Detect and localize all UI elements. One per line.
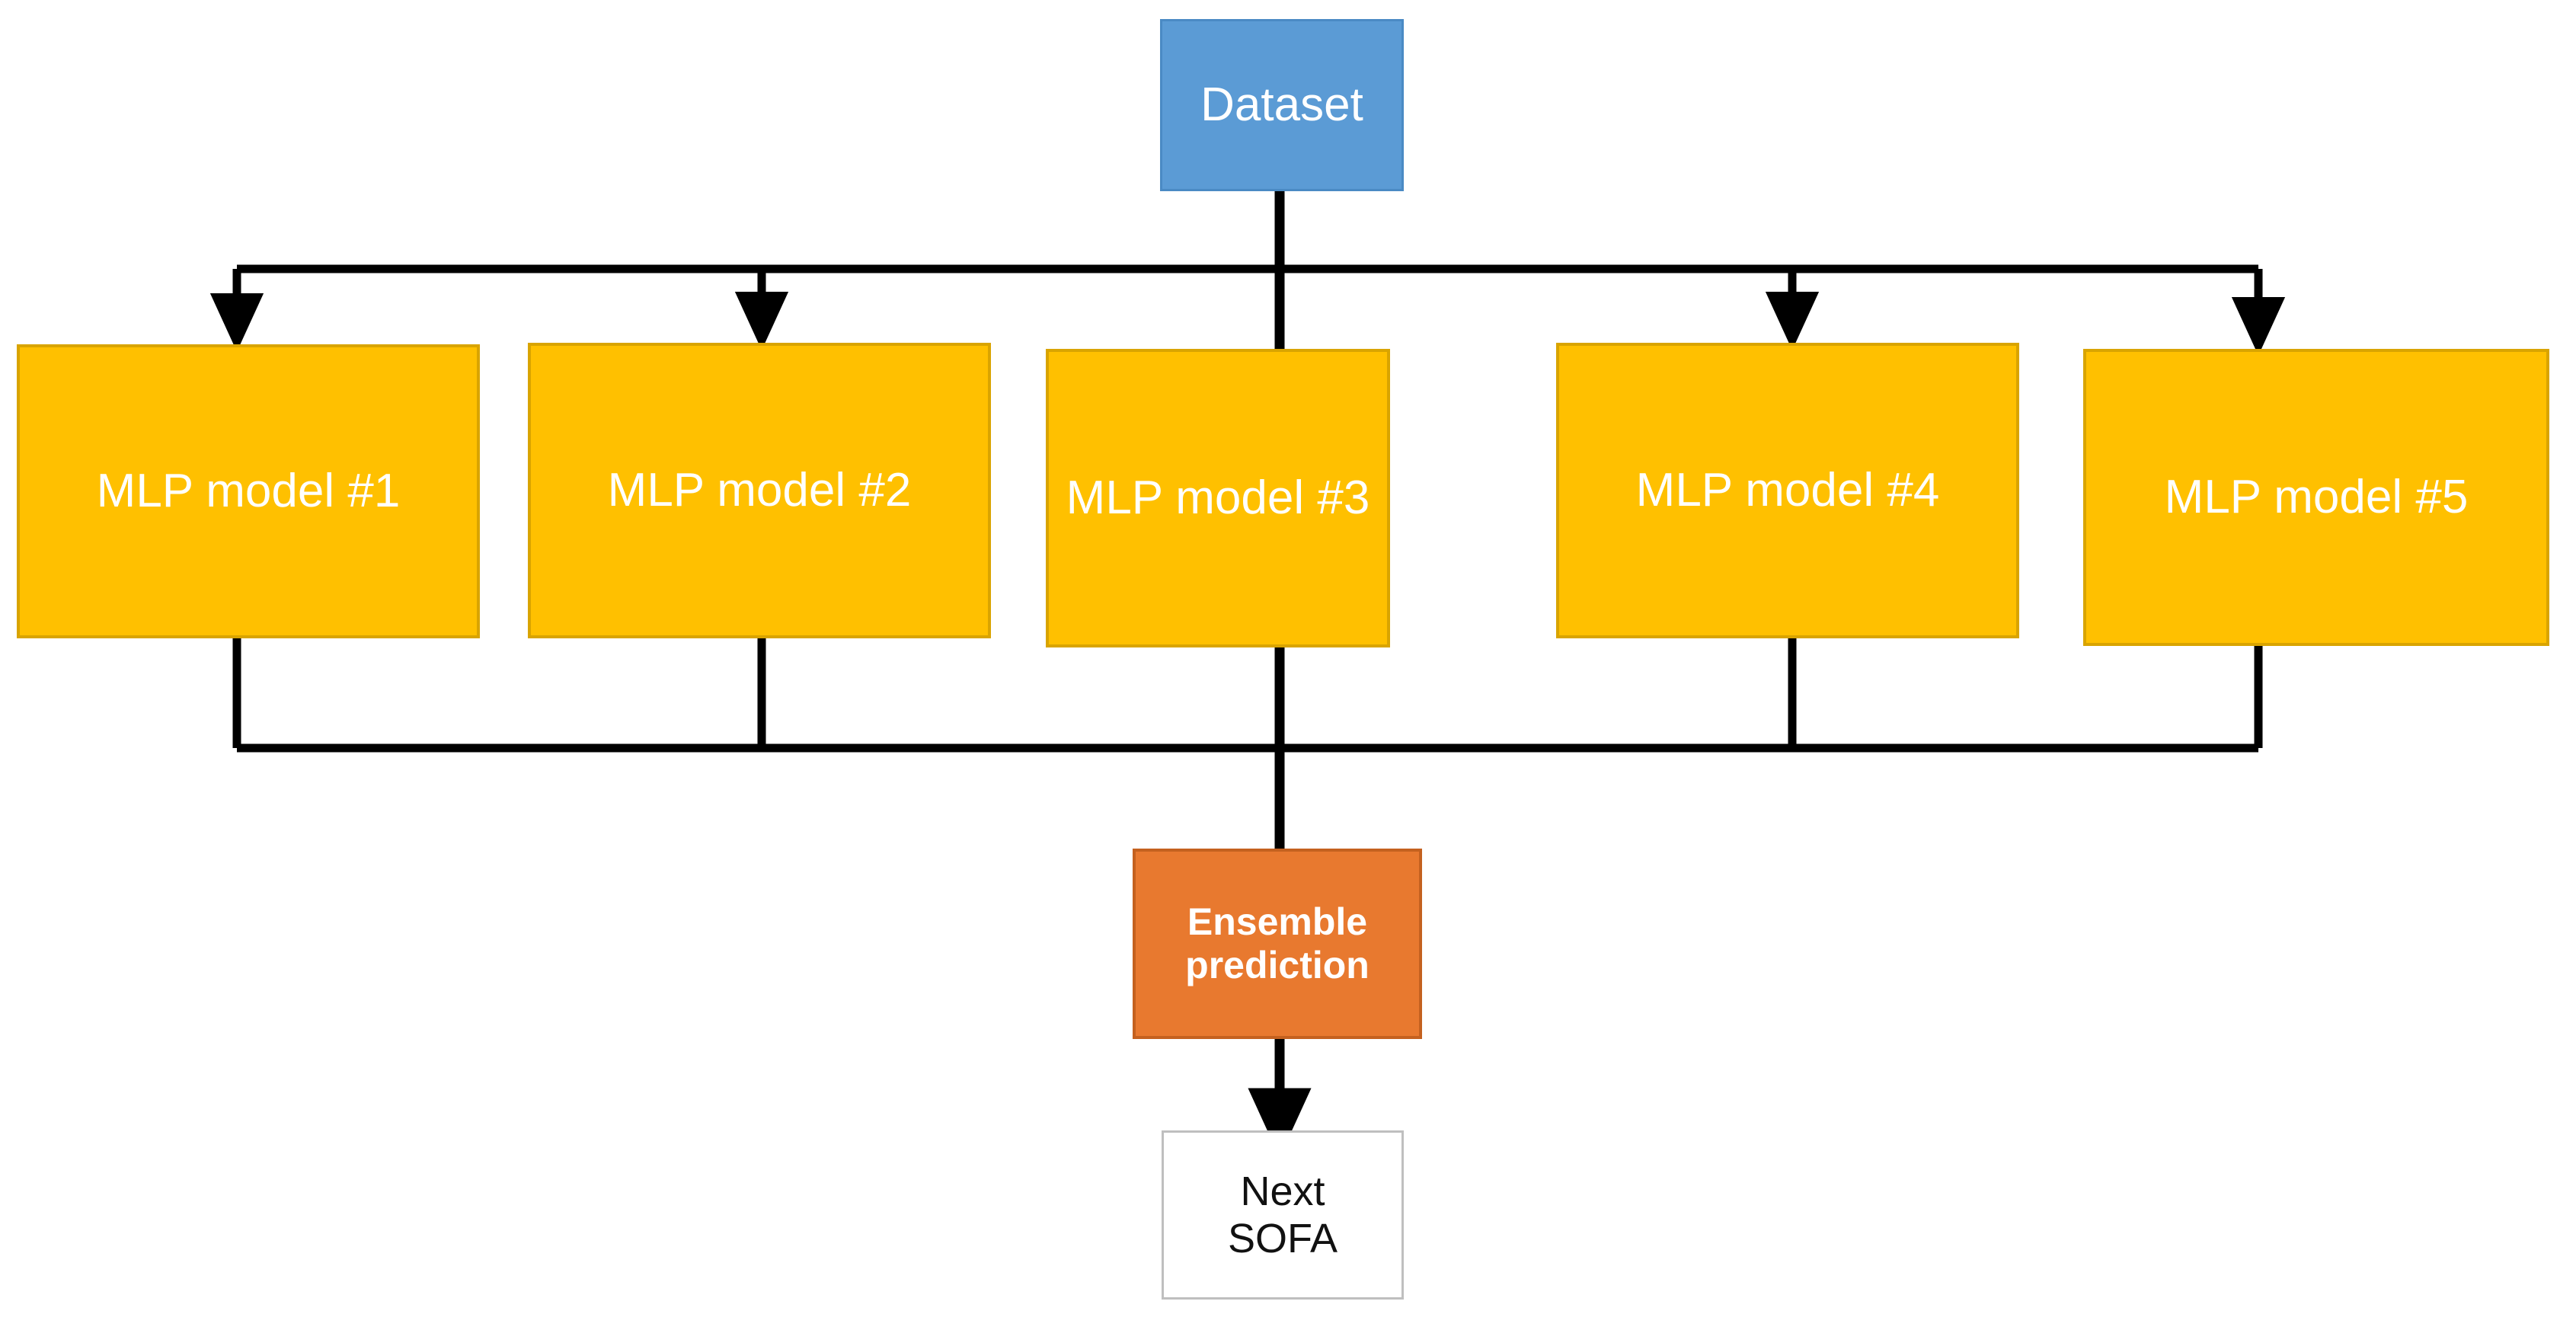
node-mlp-model-3[interactable]: MLP model #3 — [1046, 349, 1390, 647]
node-ensemble-prediction[interactable]: Ensemble prediction — [1133, 849, 1422, 1039]
node-mlp-model-4[interactable]: MLP model #4 — [1556, 343, 2019, 638]
node-ensemble-prediction-label-line2: prediction — [1185, 944, 1369, 986]
node-mlp-model-2-label: MLP model #2 — [607, 464, 912, 517]
node-dataset[interactable]: Dataset — [1160, 19, 1404, 191]
node-mlp-model-1[interactable]: MLP model #1 — [17, 344, 480, 638]
node-mlp-model-1-label: MLP model #1 — [96, 465, 401, 518]
node-mlp-model-5[interactable]: MLP model #5 — [2083, 349, 2549, 646]
node-mlp-model-3-label: MLP model #3 — [1066, 472, 1370, 525]
node-next-sofa-label-line2: SOFA — [1227, 1216, 1338, 1261]
node-dataset-label: Dataset — [1200, 78, 1363, 132]
node-next-sofa[interactable]: Next SOFA — [1162, 1130, 1404, 1300]
node-mlp-model-4-label: MLP model #4 — [1635, 464, 1940, 517]
node-next-sofa-label-line1: Next — [1240, 1168, 1325, 1214]
node-mlp-model-5-label: MLP model #5 — [2164, 471, 2469, 524]
node-ensemble-prediction-label-line1: Ensemble — [1187, 900, 1368, 943]
node-mlp-model-2[interactable]: MLP model #2 — [528, 343, 991, 638]
